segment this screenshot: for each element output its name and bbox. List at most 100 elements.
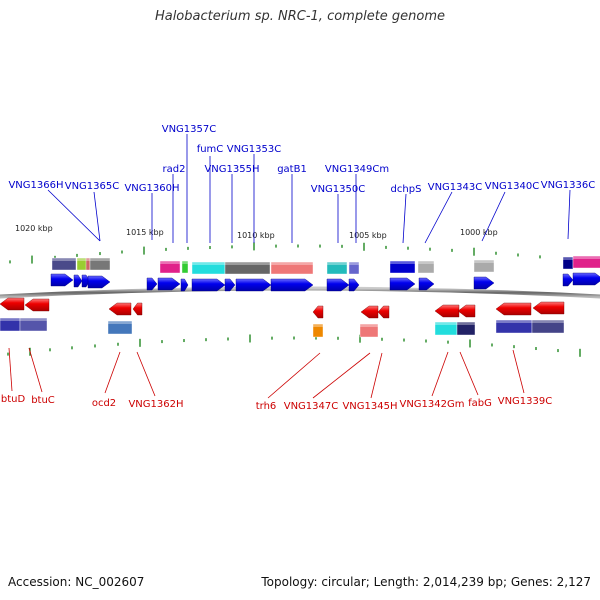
forward-leaders — [47, 134, 571, 244]
feature-box — [181, 260, 189, 274]
reverse-gene-label: VNG1339C — [498, 396, 553, 407]
feature-highlight — [0, 318, 20, 321]
feature-highlight — [532, 320, 564, 323]
forward-gene-arrow — [418, 277, 435, 291]
reverse-gene-label: fabG — [468, 398, 492, 409]
forward-gene-label: VNG1349Cm — [325, 164, 389, 175]
forward-gene-arrow — [50, 273, 74, 287]
feature-highlight — [418, 261, 434, 264]
feature-box — [348, 261, 360, 275]
reverse-gene-arrow — [434, 304, 460, 318]
reverse-gene-arrow — [457, 304, 476, 318]
forward-gene-arrow — [389, 277, 416, 291]
feature-highlight — [52, 258, 76, 261]
forward-gene-arrow — [146, 277, 158, 291]
feature-highlight — [192, 262, 225, 265]
feature-highlight — [457, 322, 475, 325]
scale-label: 1015 kbp — [126, 228, 164, 237]
reverse-gene-label: VNG1342Gm — [399, 399, 464, 410]
scale-label: 1005 kbp — [349, 231, 387, 240]
length-text: Length: 2,014,239 bp — [373, 575, 503, 589]
feature-box — [473, 259, 495, 273]
feature-highlight — [86, 258, 90, 261]
forward-gene-label: fumC — [197, 144, 224, 155]
accession-text: Accession: NC_002607 — [8, 575, 145, 589]
forward-gene-arrow — [270, 278, 314, 292]
feature-highlight — [390, 261, 415, 264]
feature-highlight — [360, 324, 378, 327]
reverse-gene-arrow — [495, 302, 532, 316]
scale-label: 1000 kbp — [460, 228, 498, 237]
forward-gene-label: VNG1357C — [162, 124, 217, 135]
feature-highlight — [160, 261, 180, 264]
reverse-gene-label: VNG1345H — [342, 401, 397, 412]
forward-gene-label: VNG1350C — [311, 184, 366, 195]
feature-highlight — [349, 262, 359, 265]
forward-gene-label: VNG1365C — [65, 181, 120, 192]
reverse-genes — [0, 297, 565, 319]
reverse-gene-label: trh6 — [256, 401, 277, 412]
feature-highlight — [20, 318, 47, 321]
genome-summary: Topology: circular; Length: 2,014,239 bp… — [261, 575, 591, 589]
forward-gene-arrow — [348, 278, 360, 292]
forward-gene-label: dchpS — [391, 184, 422, 195]
feature-highlight — [313, 324, 323, 327]
feature-box — [312, 323, 324, 338]
forward-gene-arrow — [73, 274, 83, 288]
forward-gene-label: rad2 — [163, 164, 186, 175]
feature-box — [107, 320, 133, 335]
forward-gene-arrow — [326, 278, 350, 292]
feature-box — [531, 319, 565, 334]
feature-box — [270, 261, 314, 275]
feature-highlight — [573, 256, 600, 259]
genes-text: Genes: 2,127 — [510, 575, 591, 589]
reverse-leaders — [8, 347, 525, 399]
forward-gene-arrow — [224, 278, 236, 292]
forward-gene-label: VNG1353C — [227, 144, 282, 155]
feature-highlight — [77, 258, 87, 261]
reverse-gene-label: btuC — [31, 395, 55, 406]
map-title: Halobacterium sp. NRC-1, complete genome — [154, 9, 446, 24]
feature-box — [572, 255, 600, 269]
forward-gene-arrow — [562, 273, 574, 287]
feature-box — [456, 321, 476, 336]
feature-highlight — [271, 262, 313, 265]
reverse-gene-label: VNG1362H — [128, 399, 183, 410]
feature-box — [89, 257, 111, 271]
feature-box — [159, 260, 181, 274]
reverse-gene-arrow — [108, 302, 132, 316]
forward-gene-label: VNG1366H — [8, 180, 63, 191]
forward-gene-label: gatB1 — [277, 164, 307, 175]
reverse-gene-arrow — [0, 297, 25, 311]
forward-gene-arrow — [191, 278, 226, 292]
forward-gene-arrow — [87, 275, 111, 289]
feature-box — [417, 260, 435, 274]
forward-gene-arrow — [180, 278, 189, 292]
forward-gene-label: VNG1355H — [204, 164, 259, 175]
feature-highlight — [474, 260, 494, 263]
forward-gene-arrow — [235, 278, 272, 292]
forward-gene-label: VNG1360H — [124, 183, 179, 194]
forward-gene-arrow — [473, 276, 495, 290]
feature-highlight — [327, 262, 347, 265]
forward-gene-label: VNG1343C — [428, 182, 483, 193]
scale-label: 1020 kbp — [15, 224, 53, 233]
feature-highlight — [108, 321, 132, 324]
reverse-gene-arrow — [360, 305, 379, 319]
feature-highlight — [225, 262, 270, 265]
feature-highlight — [182, 261, 188, 264]
feature-box — [51, 257, 77, 271]
forward-gene-arrow — [157, 277, 181, 291]
forward-gene-label: VNG1340C — [485, 181, 540, 192]
reverse-gene-arrow — [312, 305, 324, 319]
feature-highlight — [435, 322, 457, 325]
feature-highlight — [90, 258, 110, 261]
reverse-gene-arrow — [377, 305, 390, 319]
scale-label: 1010 kbp — [237, 231, 275, 240]
forward-gene-arrow — [572, 272, 600, 286]
reverse-gene-arrow — [532, 301, 565, 315]
reverse-gene-label: VNG1347C — [284, 401, 339, 412]
reverse-gene-arrow — [24, 298, 50, 312]
feature-boxes — [0, 255, 600, 338]
